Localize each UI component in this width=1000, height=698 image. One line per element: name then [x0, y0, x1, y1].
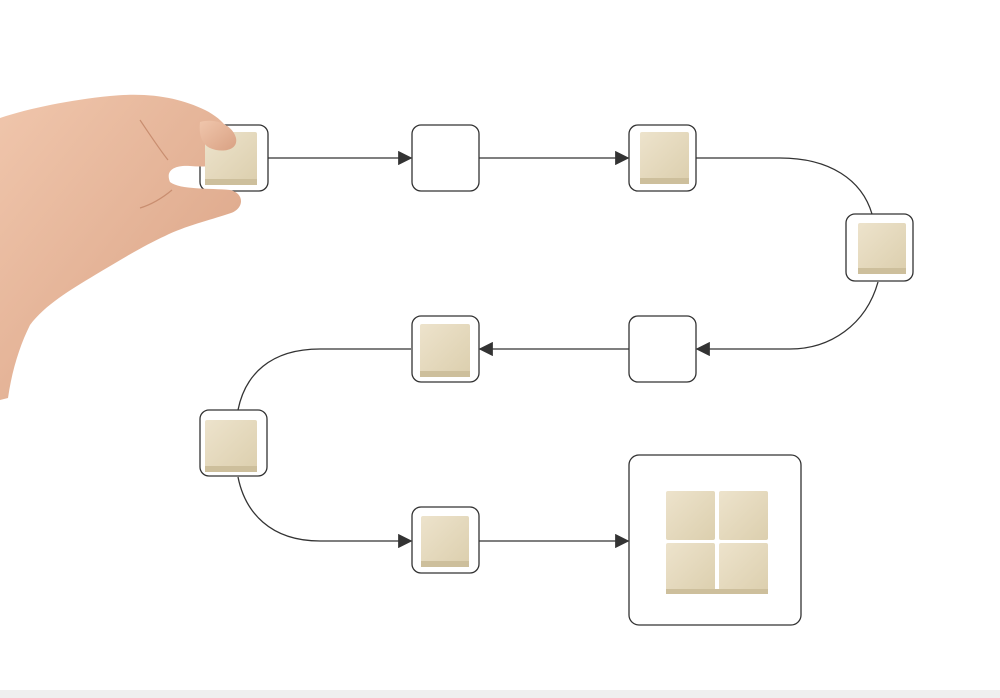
wooden-cube-step-6 [420, 324, 470, 377]
wooden-cube-step-4 [858, 223, 906, 274]
step-box-2 [411, 124, 480, 192]
wooden-cube-step-7 [205, 420, 257, 472]
goal-box [628, 454, 802, 626]
step-box-5 [628, 315, 697, 383]
wooden-cube-step-8 [421, 516, 469, 567]
goal-cube-top-right [719, 491, 768, 540]
hand-icon [0, 94, 242, 401]
bottom-edge-band [0, 690, 1000, 698]
wooden-cubes [205, 132, 906, 594]
goal-cube-bottom-left [666, 543, 715, 592]
step-boxes [199, 124, 914, 626]
connectors [237, 150, 879, 549]
goal-cube-top-left [666, 491, 715, 540]
connector-6-7 [237, 348, 411, 411]
connector-7-8 [237, 476, 413, 549]
wooden-cube-step-3 [640, 132, 689, 184]
connector-4-5 [695, 281, 879, 357]
goal-cube-bottom-right [719, 543, 768, 592]
goal-cube-cluster [666, 491, 768, 594]
connector-3-4 [696, 157, 873, 215]
hand-holding-cube [0, 94, 257, 401]
